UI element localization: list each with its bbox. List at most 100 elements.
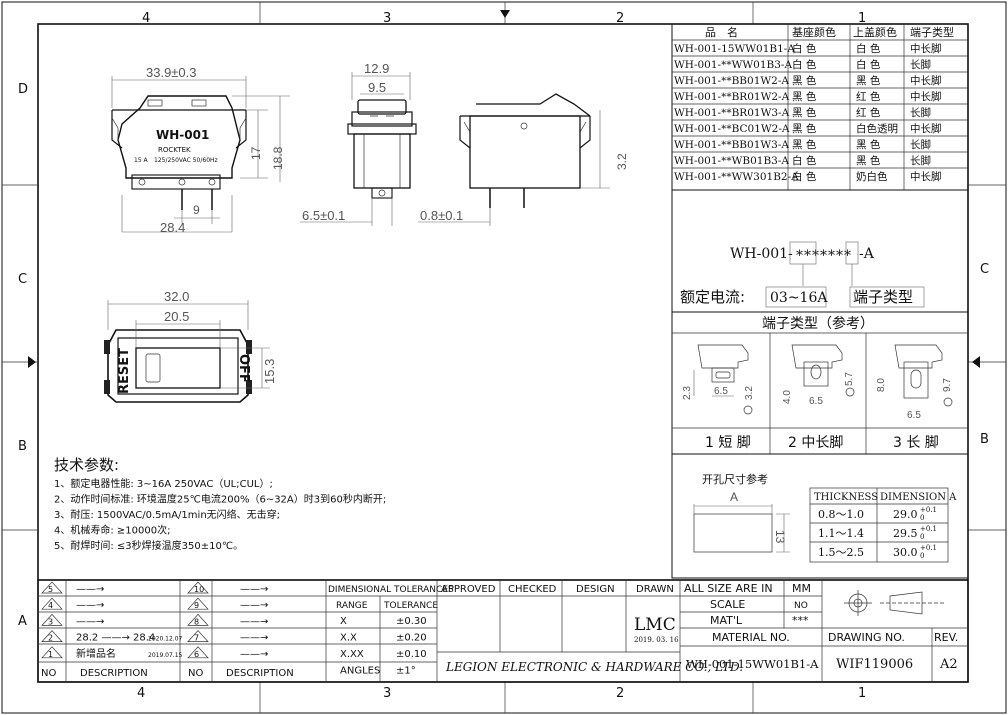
zone-bottom-2: 2 xyxy=(616,686,624,701)
revision-no: 5 xyxy=(48,585,53,594)
front-view: RESET OFF 32.0 20.5 15.3 xyxy=(104,289,277,403)
mat-value: *** xyxy=(792,614,809,627)
top-view-brand: ROCKTEK xyxy=(158,146,191,154)
top-view-pin-pitch: 9 xyxy=(193,203,200,217)
rev-value: A2 xyxy=(939,657,958,672)
side-view-w1: 12.9 xyxy=(364,61,389,76)
cutout-tol-minus: 0 xyxy=(920,533,924,541)
zone-top-4: 4 xyxy=(142,11,150,26)
revision-desc: ——→ xyxy=(240,584,268,595)
cutout-dimension: 29.5 xyxy=(893,527,918,540)
parts-cell-r1-c0: WH-001-**WW01B3-A xyxy=(674,59,792,71)
cutout-thickness: 1.5～2.5 xyxy=(818,546,864,559)
parts-cell-r0-c2: 白 色 xyxy=(856,42,881,55)
part-code-prefix: WH-001- xyxy=(730,246,793,262)
parts-cell-r0-c3: 中长脚 xyxy=(910,42,942,55)
parts-cell-r2-c2: 黑 色 xyxy=(856,74,881,87)
parts-header-name: 品 名 xyxy=(705,25,738,39)
revision-desc: ——→ xyxy=(76,584,104,595)
material-no: WH-001-15WW01B1-A xyxy=(686,657,819,671)
part-code-stars: ******* xyxy=(796,248,852,264)
top-view-height-inner: 17 xyxy=(249,146,263,160)
parts-cell-r8-c0: WH-001-**WW301B2-A xyxy=(674,171,799,183)
cutout-thickness: 0.8～1.0 xyxy=(818,508,864,521)
top-view-height-outer: 18.8 xyxy=(271,146,285,170)
revision-desc: 28.2 ——→ 28.4 xyxy=(76,633,155,644)
tolerance-range: X.XX xyxy=(340,649,364,660)
terminal-type-label: 端子类型 xyxy=(853,288,913,306)
center-arrow-top xyxy=(500,10,510,18)
right-view: 3.2 0.8±0.1 xyxy=(418,93,629,226)
scale-label: SCALE xyxy=(710,598,745,611)
terminal-1-dim-pin: 3.2 xyxy=(744,386,755,400)
zone-right-c: C xyxy=(980,262,989,277)
revision-desc: ——→ xyxy=(240,649,268,660)
inner-border xyxy=(37,23,969,683)
cutout-a-label: A xyxy=(730,490,738,504)
revision-date: 2020.12.07 xyxy=(148,636,183,643)
parts-cell-r2-c1: 黑 色 xyxy=(792,74,817,87)
front-view-w-outer: 32.0 xyxy=(164,289,189,304)
drawn-label: DRAWN xyxy=(636,584,674,595)
parts-cell-r4-c3: 长脚 xyxy=(910,106,931,119)
zone-bottom-4: 4 xyxy=(137,686,145,701)
parts-cell-r0-c0: WH-001-15WW01B1-A xyxy=(674,43,795,55)
spec-line: 5、耐焊时间: ≤3秒焊接温度350±10℃。 xyxy=(54,539,243,552)
revision-desc: ——→ xyxy=(240,616,268,627)
terminal-1-dim-w: 6.5 xyxy=(714,386,728,397)
terminal-long-drawing: 8.0 6.5 9.7 3 长 脚 xyxy=(876,344,953,451)
parts-cell-r6-c2: 黑 色 xyxy=(856,138,881,151)
tolerance-range: X xyxy=(340,616,347,627)
checked-label: CHECKED xyxy=(508,584,557,595)
rev-col-no-left: NO xyxy=(41,668,56,679)
spec-line: 3、耐压: 1500VAC/0.5mA/1min无闪络、无击穿; xyxy=(54,508,280,521)
tolerance-col-tol: TOLERANCE xyxy=(383,601,438,611)
projection-symbol-icon xyxy=(844,590,944,616)
right-view-pin: 0.8±0.1 xyxy=(420,208,463,223)
tolerance-value: ±0.20 xyxy=(396,633,427,644)
spec-line: 4、机械寿命: ≥10000次; xyxy=(54,524,170,537)
terminal-types-title: 端子类型（参考） xyxy=(762,315,874,332)
parts-cell-r6-c1: 黑 色 xyxy=(792,138,817,151)
tolerance-value: ±0.30 xyxy=(396,616,427,627)
parts-cell-r3-c0: WH-001-**BR01W2-A xyxy=(674,91,790,103)
cutout-tol-minus: 0 xyxy=(920,552,924,560)
top-view-rating: 125/250VAC 50/60Hz xyxy=(154,157,218,164)
terminal-short-drawing: 2.3 6.5 3.2 1 短 脚 xyxy=(682,344,755,451)
cutout-block: 开孔尺寸参考 A 13 THICKNESS DIMENSION A 0.8～1.… xyxy=(671,453,969,579)
revision-triangle-icon xyxy=(187,581,209,594)
zone-left-c: C xyxy=(18,272,27,287)
front-view-reset: RESET xyxy=(117,348,132,394)
terminal-2-dim-h: 4.0 xyxy=(782,390,793,404)
revision-no: 2 xyxy=(48,634,53,643)
cutout-header-dimension: DIMENSION A xyxy=(880,492,957,503)
parts-cell-r2-c0: WH-001-**BB01W2-A xyxy=(674,75,789,87)
material-no-label: MATERIAL NO. xyxy=(712,631,790,644)
terminal-2-label: 2 中长脚 xyxy=(788,435,843,451)
revision-triangle-icon xyxy=(187,613,209,626)
scale-value: NO xyxy=(794,601,808,611)
side-view-pin: 6.5±0.1 xyxy=(302,208,345,223)
parts-cell-r7-c2: 黑 色 xyxy=(856,154,881,167)
revision-no: 3 xyxy=(48,617,53,626)
rated-current-label: 额定电流: xyxy=(680,288,745,306)
parts-table: 品 名 基座颜色 上盖颜色 端子类型 WH-001-15WW01B1-A白 色白… xyxy=(671,23,969,191)
cutout-height: 13 xyxy=(773,530,787,544)
zone-left-d: D xyxy=(18,82,28,97)
company-name: LEGION ELECTRONIC & HARDWARE CO., LTD. xyxy=(445,660,743,674)
revision-no: 10 xyxy=(194,585,204,594)
revision-no: 6 xyxy=(194,650,199,659)
revision-no: 7 xyxy=(194,634,199,643)
zone-top-1: 1 xyxy=(858,11,866,26)
zone-labels: 4 3 2 1 4 3 2 1 D C B A C B xyxy=(18,11,989,701)
revision-triangle-icon xyxy=(187,597,209,610)
terminal-medium-drawing: 4.0 6.5 5.7 2 中长脚 xyxy=(782,344,855,451)
parts-cell-r6-c3: 长脚 xyxy=(910,138,931,151)
side-view-w2: 9.5 xyxy=(368,80,386,95)
zone-top-2: 2 xyxy=(616,11,624,26)
right-view-height: 3.2 xyxy=(615,153,629,170)
